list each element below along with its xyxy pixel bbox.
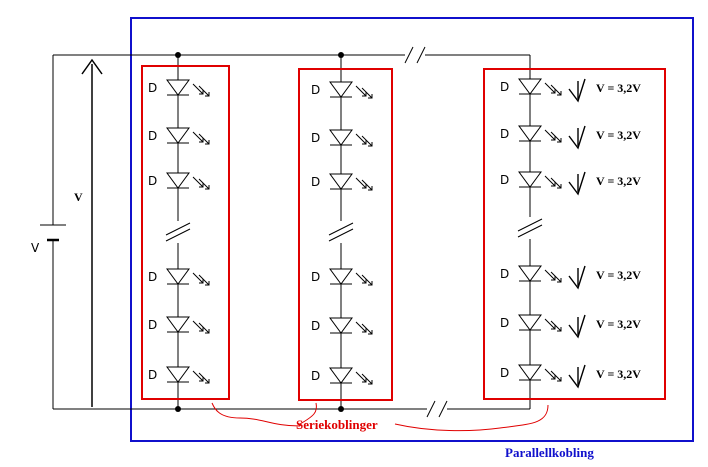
led-icon <box>329 317 373 335</box>
diode-label: D <box>148 318 157 332</box>
diode-label: D <box>500 173 509 187</box>
down-arrow-icon <box>568 78 586 102</box>
parallel-frame <box>130 17 694 442</box>
led-icon <box>166 366 210 384</box>
junction-dots <box>175 52 344 412</box>
wire-break-icon <box>328 222 354 242</box>
series-box-1 <box>141 65 230 400</box>
diode-label: D <box>311 270 320 284</box>
diode-voltage-label: V = 3,2V <box>596 81 641 95</box>
diode-label: D <box>500 316 509 330</box>
diode-voltage-label: V = 3,2V <box>596 174 641 188</box>
diode-voltage-label: V = 3,2V <box>596 367 641 381</box>
diode-voltage-label: V = 3,2V <box>596 317 641 331</box>
down-arrow-icon <box>568 314 586 338</box>
led-icon <box>166 79 210 97</box>
series-box-2 <box>298 68 393 401</box>
wire-break-icon <box>517 218 543 238</box>
down-arrow-icon <box>568 364 586 388</box>
led-icon <box>329 129 373 147</box>
battery-icon <box>40 224 66 242</box>
led-icon <box>518 364 562 382</box>
diode-label: D <box>148 174 157 188</box>
diode-label: D <box>500 80 509 94</box>
diode-label: D <box>148 81 157 95</box>
total-voltage-label: V <box>74 190 83 204</box>
led-icon <box>518 265 562 283</box>
source-voltage-label: V <box>31 241 40 255</box>
diode-label: D <box>500 366 509 380</box>
diode-label: D <box>311 131 320 145</box>
diode-label: D <box>311 319 320 333</box>
led-icon <box>329 367 373 385</box>
diode-label: D <box>148 129 157 143</box>
diode-label: D <box>311 83 320 97</box>
led-icon <box>166 316 210 334</box>
led-icon <box>518 314 562 332</box>
diode-voltage-label: V = 3,2V <box>596 128 641 142</box>
led-icon <box>166 268 210 286</box>
bottom-bus-break-icon <box>426 400 448 418</box>
parallel-caption: Parallellkobling <box>505 445 594 460</box>
led-icon <box>518 125 562 143</box>
down-arrow-icon <box>568 265 586 289</box>
led-icon <box>166 172 210 190</box>
series-caption-connectors <box>211 402 549 432</box>
diode-label: D <box>500 127 509 141</box>
led-icon <box>329 268 373 286</box>
led-icon <box>329 81 373 99</box>
down-arrow-icon <box>568 125 586 149</box>
bus-wiring <box>52 54 531 410</box>
led-icon <box>329 173 373 191</box>
top-bus-break-icon <box>404 46 426 64</box>
series-caption: Seriekoblinger <box>296 417 378 432</box>
diode-label: D <box>148 368 157 382</box>
diode-label: D <box>311 175 320 189</box>
led-icon <box>166 127 210 145</box>
down-arrow-icon <box>568 171 586 195</box>
series-box-3 <box>483 68 666 400</box>
led-icon <box>518 78 562 96</box>
led-icon <box>518 171 562 189</box>
total-voltage-arrow-icon <box>81 58 103 407</box>
series-strings: D D D D D D D D D D D D D V = 3,2V D V = 3,2V D V = 3,2V D… <box>148 55 641 409</box>
diode-label: D <box>311 369 320 383</box>
diode-label: D <box>148 270 157 284</box>
diode-voltage-label: V = 3,2V <box>596 268 641 282</box>
wire-break-icon <box>165 222 191 242</box>
diode-label: D <box>500 267 509 281</box>
